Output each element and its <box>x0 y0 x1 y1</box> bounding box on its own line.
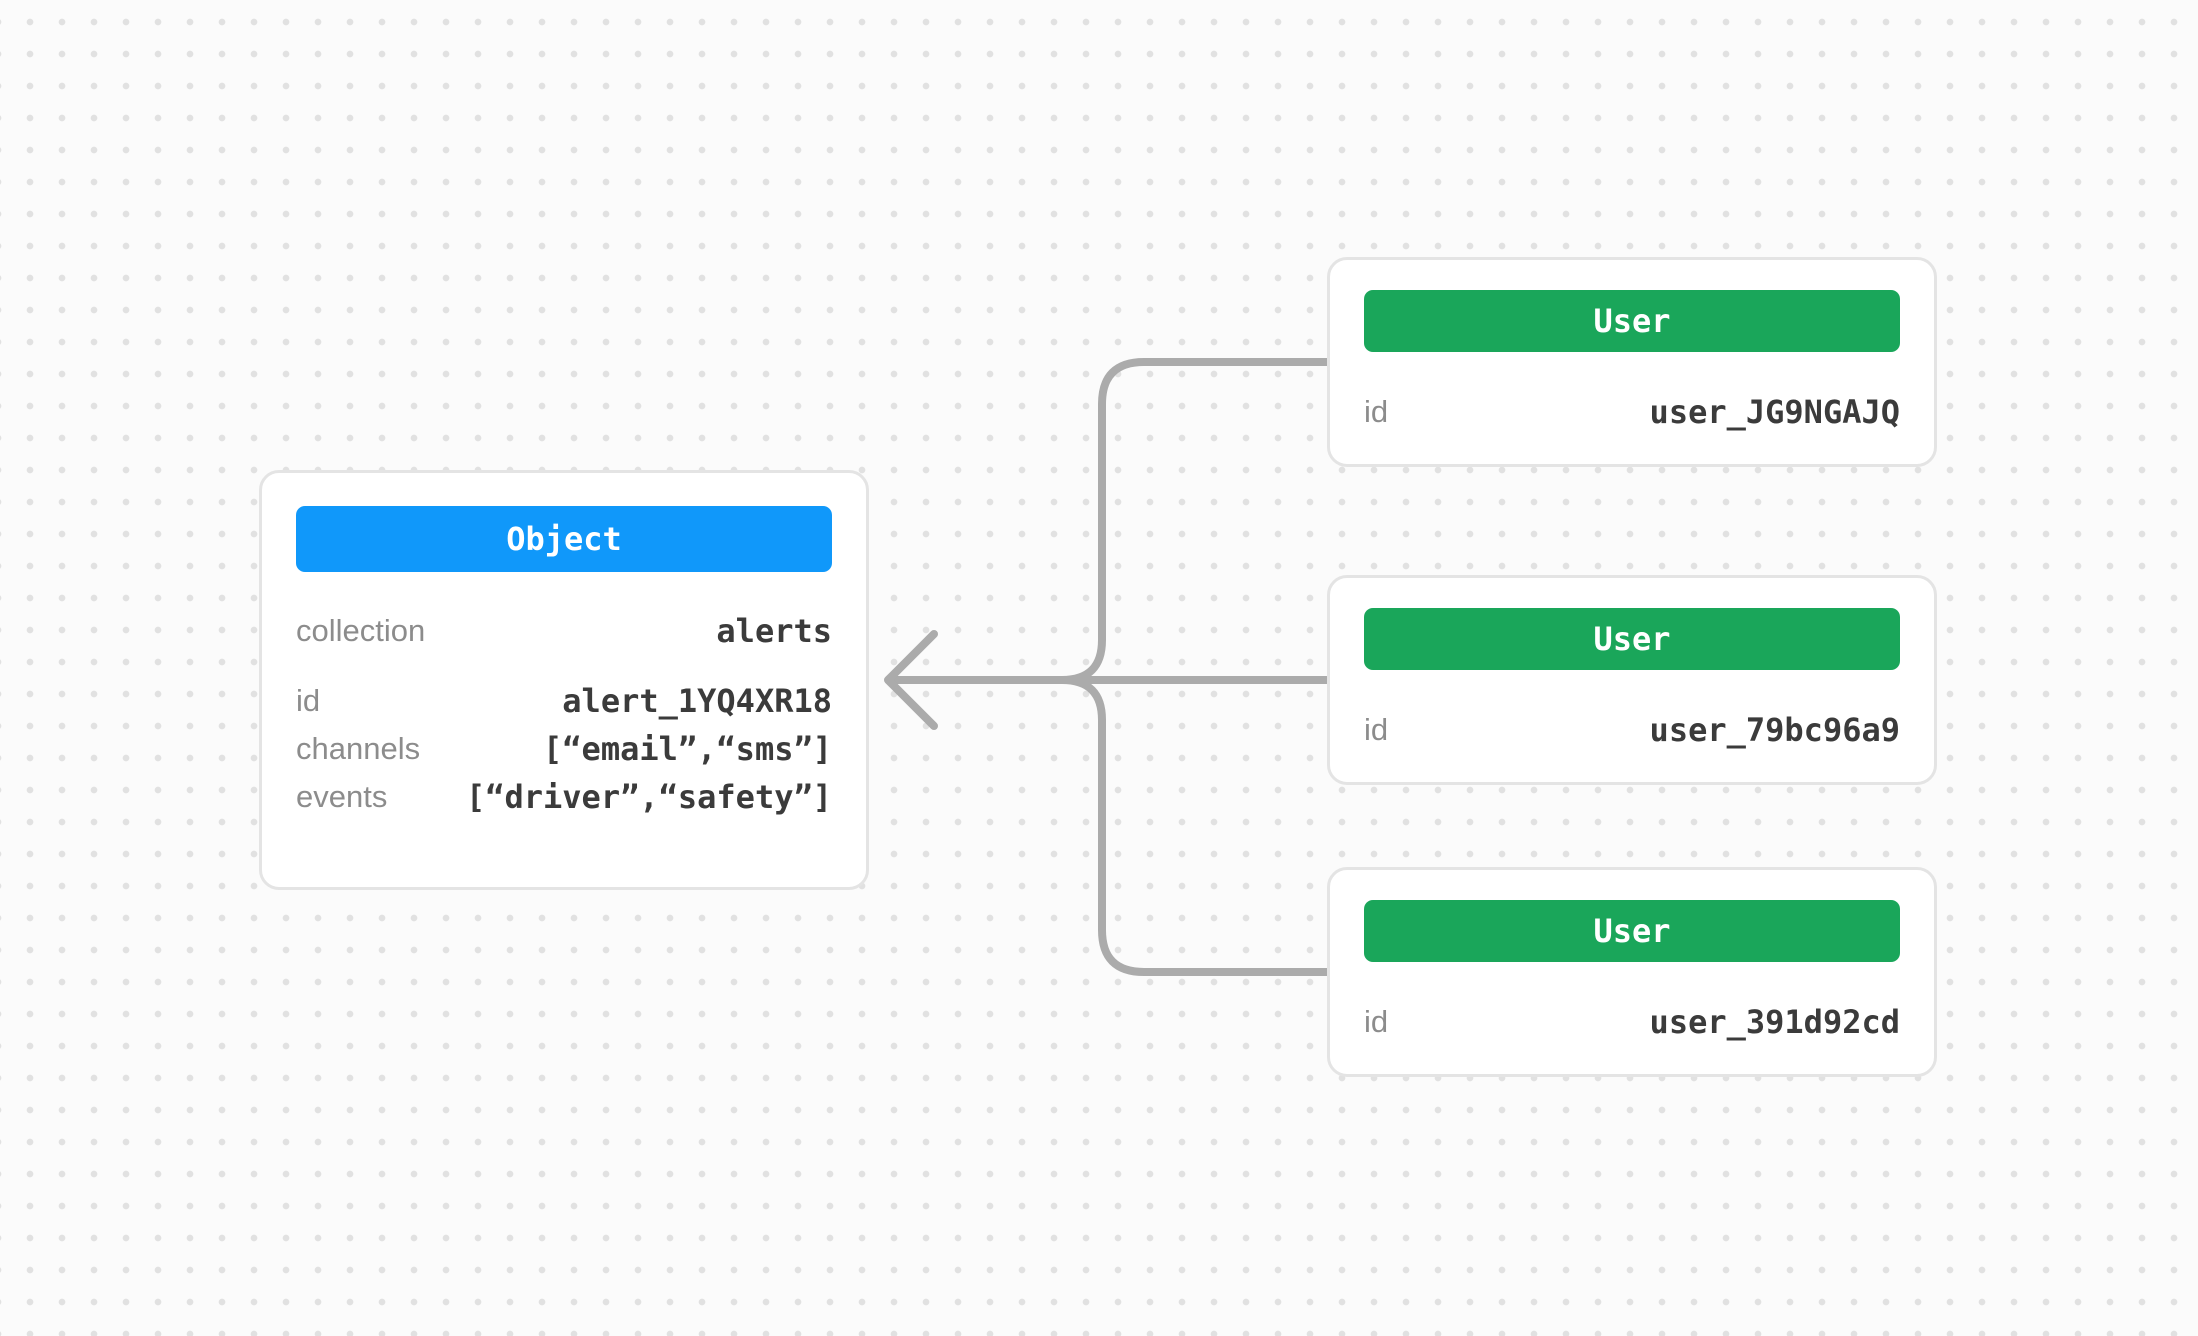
field-label: events <box>296 779 388 814</box>
object-field-events: events [“driver”,“safety”] <box>296 777 832 817</box>
user-field-id: id user_JG9NGAJQ <box>1364 388 1900 436</box>
user-field-id: id user_391d92cd <box>1364 998 1900 1046</box>
field-label: id <box>1364 712 1389 747</box>
field-value: user_79bc96a9 <box>1649 711 1900 749</box>
object-node-header: Object <box>296 506 832 572</box>
object-field-collection: collection alerts <box>296 611 832 651</box>
user-node-header: User <box>1364 900 1900 962</box>
field-value: user_391d92cd <box>1649 1003 1900 1041</box>
field-label: id <box>296 683 321 718</box>
object-field-channels: channels [“email”,“sms”] <box>296 729 832 769</box>
user-field-id: id user_79bc96a9 <box>1364 706 1900 754</box>
field-value: alerts <box>716 612 832 650</box>
field-label: collection <box>296 613 426 648</box>
user-node-3[interactable]: User id user_391d92cd <box>1327 867 1937 1077</box>
arrowhead-icon <box>884 630 938 730</box>
user-node-1[interactable]: User id user_JG9NGAJQ <box>1327 257 1937 467</box>
field-value: alert_1YQ4XR18 <box>562 682 832 720</box>
field-value: user_JG9NGAJQ <box>1649 393 1900 431</box>
field-label: channels <box>296 731 421 766</box>
field-label: id <box>1364 1004 1389 1039</box>
field-value: [“driver”,“safety”] <box>465 778 832 816</box>
object-node[interactable]: Object collection alerts id alert_1YQ4XR… <box>259 470 869 890</box>
user-node-header: User <box>1364 290 1900 352</box>
connector-user1-to-object <box>956 358 1334 684</box>
object-field-id: id alert_1YQ4XR18 <box>296 681 832 721</box>
connector-user3-to-object <box>956 676 1334 976</box>
field-value: [“email”,“sms”] <box>543 730 832 768</box>
field-label: id <box>1364 394 1389 429</box>
user-node-header: User <box>1364 608 1900 670</box>
user-node-2[interactable]: User id user_79bc96a9 <box>1327 575 1937 785</box>
